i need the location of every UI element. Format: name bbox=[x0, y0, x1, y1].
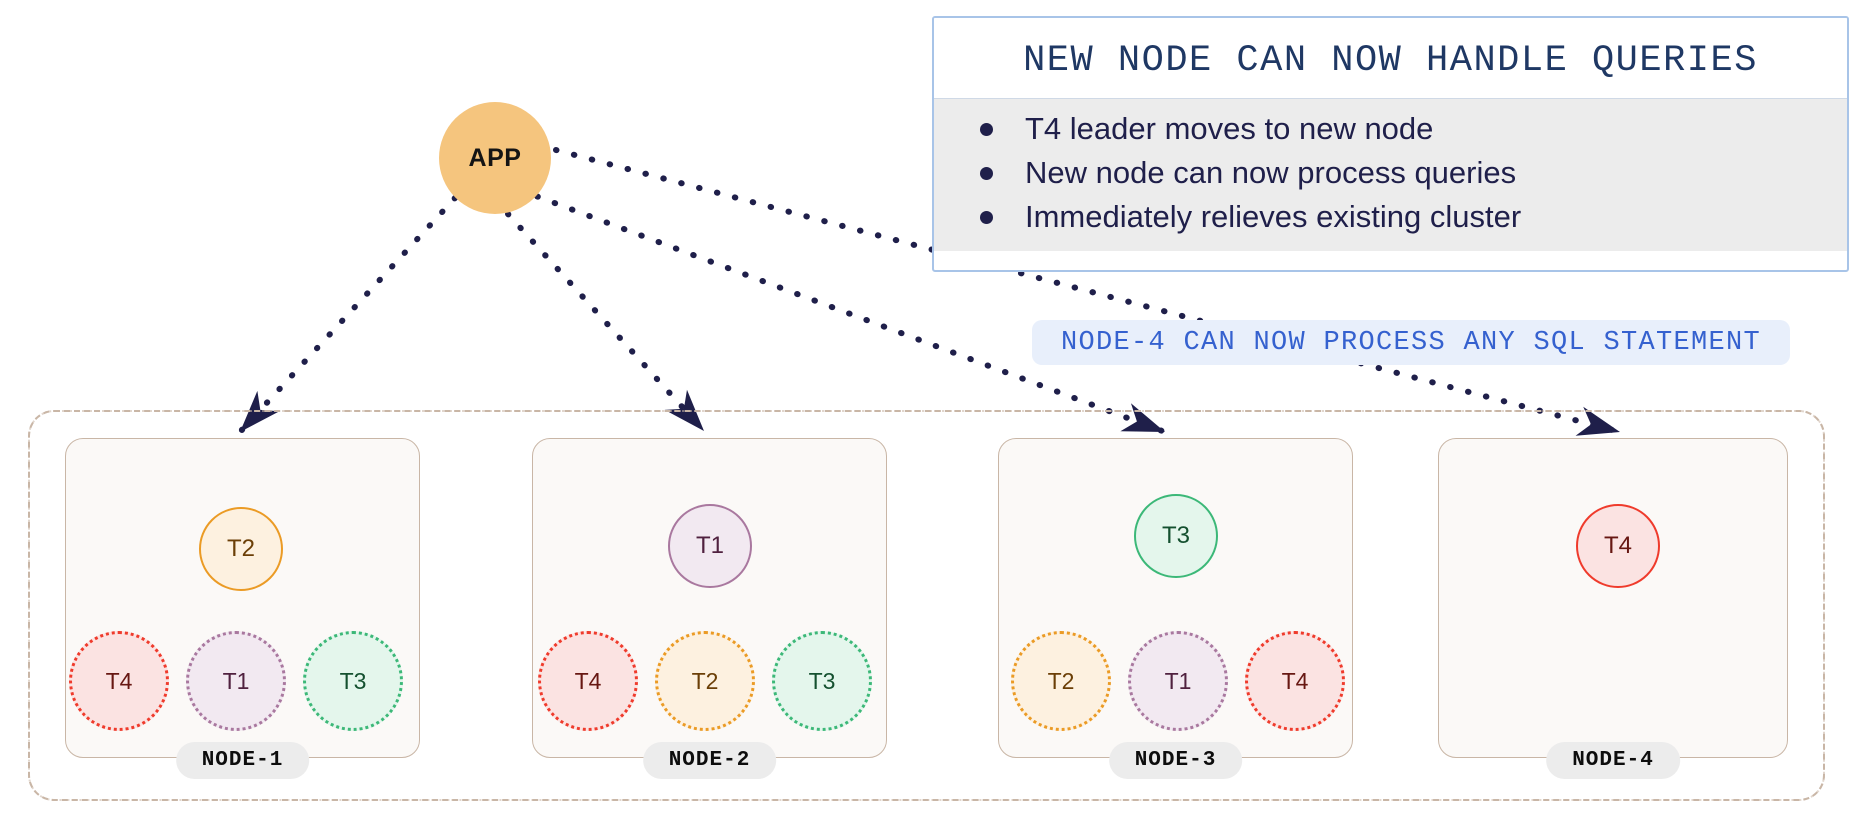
node-name-badge: NODE-2 bbox=[642, 742, 777, 779]
replica-token-t4[interactable]: T4 bbox=[538, 631, 638, 731]
bullet-icon bbox=[980, 210, 993, 224]
callout-item: New node can now process queries bbox=[934, 151, 1847, 195]
sql-statement-pill: NODE-4 CAN NOW PROCESS ANY SQL STATEMENT bbox=[1032, 320, 1790, 365]
replica-token-t3[interactable]: T3 bbox=[772, 631, 872, 731]
callout-item-label: T4 leader moves to new node bbox=[1025, 111, 1434, 146]
token-label: T3 bbox=[1161, 522, 1190, 549]
callout-item-label: Immediately relieves existing cluster bbox=[1025, 199, 1522, 234]
token-label: T2 bbox=[226, 535, 255, 562]
token-label: T4 bbox=[1281, 667, 1309, 694]
leader-token-t1[interactable]: T1 bbox=[668, 504, 752, 588]
replica-token-t2[interactable]: T2 bbox=[1011, 631, 1111, 731]
bullet-icon bbox=[980, 166, 993, 180]
replica-token-t2[interactable]: T2 bbox=[655, 631, 755, 731]
replica-token-t1[interactable]: T1 bbox=[186, 631, 286, 731]
cluster-boundary bbox=[27, 409, 1826, 802]
app-node-label: APP bbox=[468, 143, 522, 172]
callout-title: NEW NODE CAN NOW HANDLE QUERIES bbox=[934, 18, 1847, 98]
token-label: T1 bbox=[222, 667, 250, 694]
info-callout: NEW NODE CAN NOW HANDLE QUERIES T4 leade… bbox=[932, 16, 1849, 272]
callout-item: Immediately relieves existing cluster bbox=[934, 195, 1847, 239]
token-label: T2 bbox=[1047, 667, 1075, 694]
token-label: T3 bbox=[808, 667, 836, 694]
app-to-node-2 bbox=[505, 211, 707, 434]
token-label: T4 bbox=[574, 667, 602, 694]
token-label: T4 bbox=[1603, 532, 1632, 559]
leader-token-t2[interactable]: T2 bbox=[199, 507, 283, 591]
replica-token-t4[interactable]: T4 bbox=[69, 631, 169, 731]
token-label: T2 bbox=[691, 667, 719, 694]
callout-item: T4 leader moves to new node bbox=[934, 107, 1847, 151]
token-label: T1 bbox=[1164, 667, 1192, 694]
node-name-badge: NODE-3 bbox=[1108, 742, 1243, 779]
node-name-badge: NODE-4 bbox=[1546, 742, 1680, 779]
replica-token-t1[interactable]: T1 bbox=[1128, 631, 1228, 731]
replica-token-t3[interactable]: T3 bbox=[303, 631, 403, 731]
token-label: T3 bbox=[339, 667, 367, 694]
app-to-node-1 bbox=[237, 195, 458, 435]
token-label: T4 bbox=[105, 667, 133, 694]
app-node[interactable]: APP bbox=[439, 102, 551, 214]
sql-statement-text: NODE-4 CAN NOW PROCESS ANY SQL STATEMENT bbox=[1060, 327, 1762, 358]
bullet-icon bbox=[980, 122, 993, 136]
replica-token-t4[interactable]: T4 bbox=[1245, 631, 1345, 731]
node-name-badge: NODE-1 bbox=[175, 742, 310, 779]
leader-token-t4[interactable]: T4 bbox=[1576, 504, 1660, 588]
callout-item-label: New node can now process queries bbox=[1025, 155, 1517, 190]
leader-token-t3[interactable]: T3 bbox=[1134, 494, 1218, 578]
token-label: T1 bbox=[695, 532, 724, 559]
